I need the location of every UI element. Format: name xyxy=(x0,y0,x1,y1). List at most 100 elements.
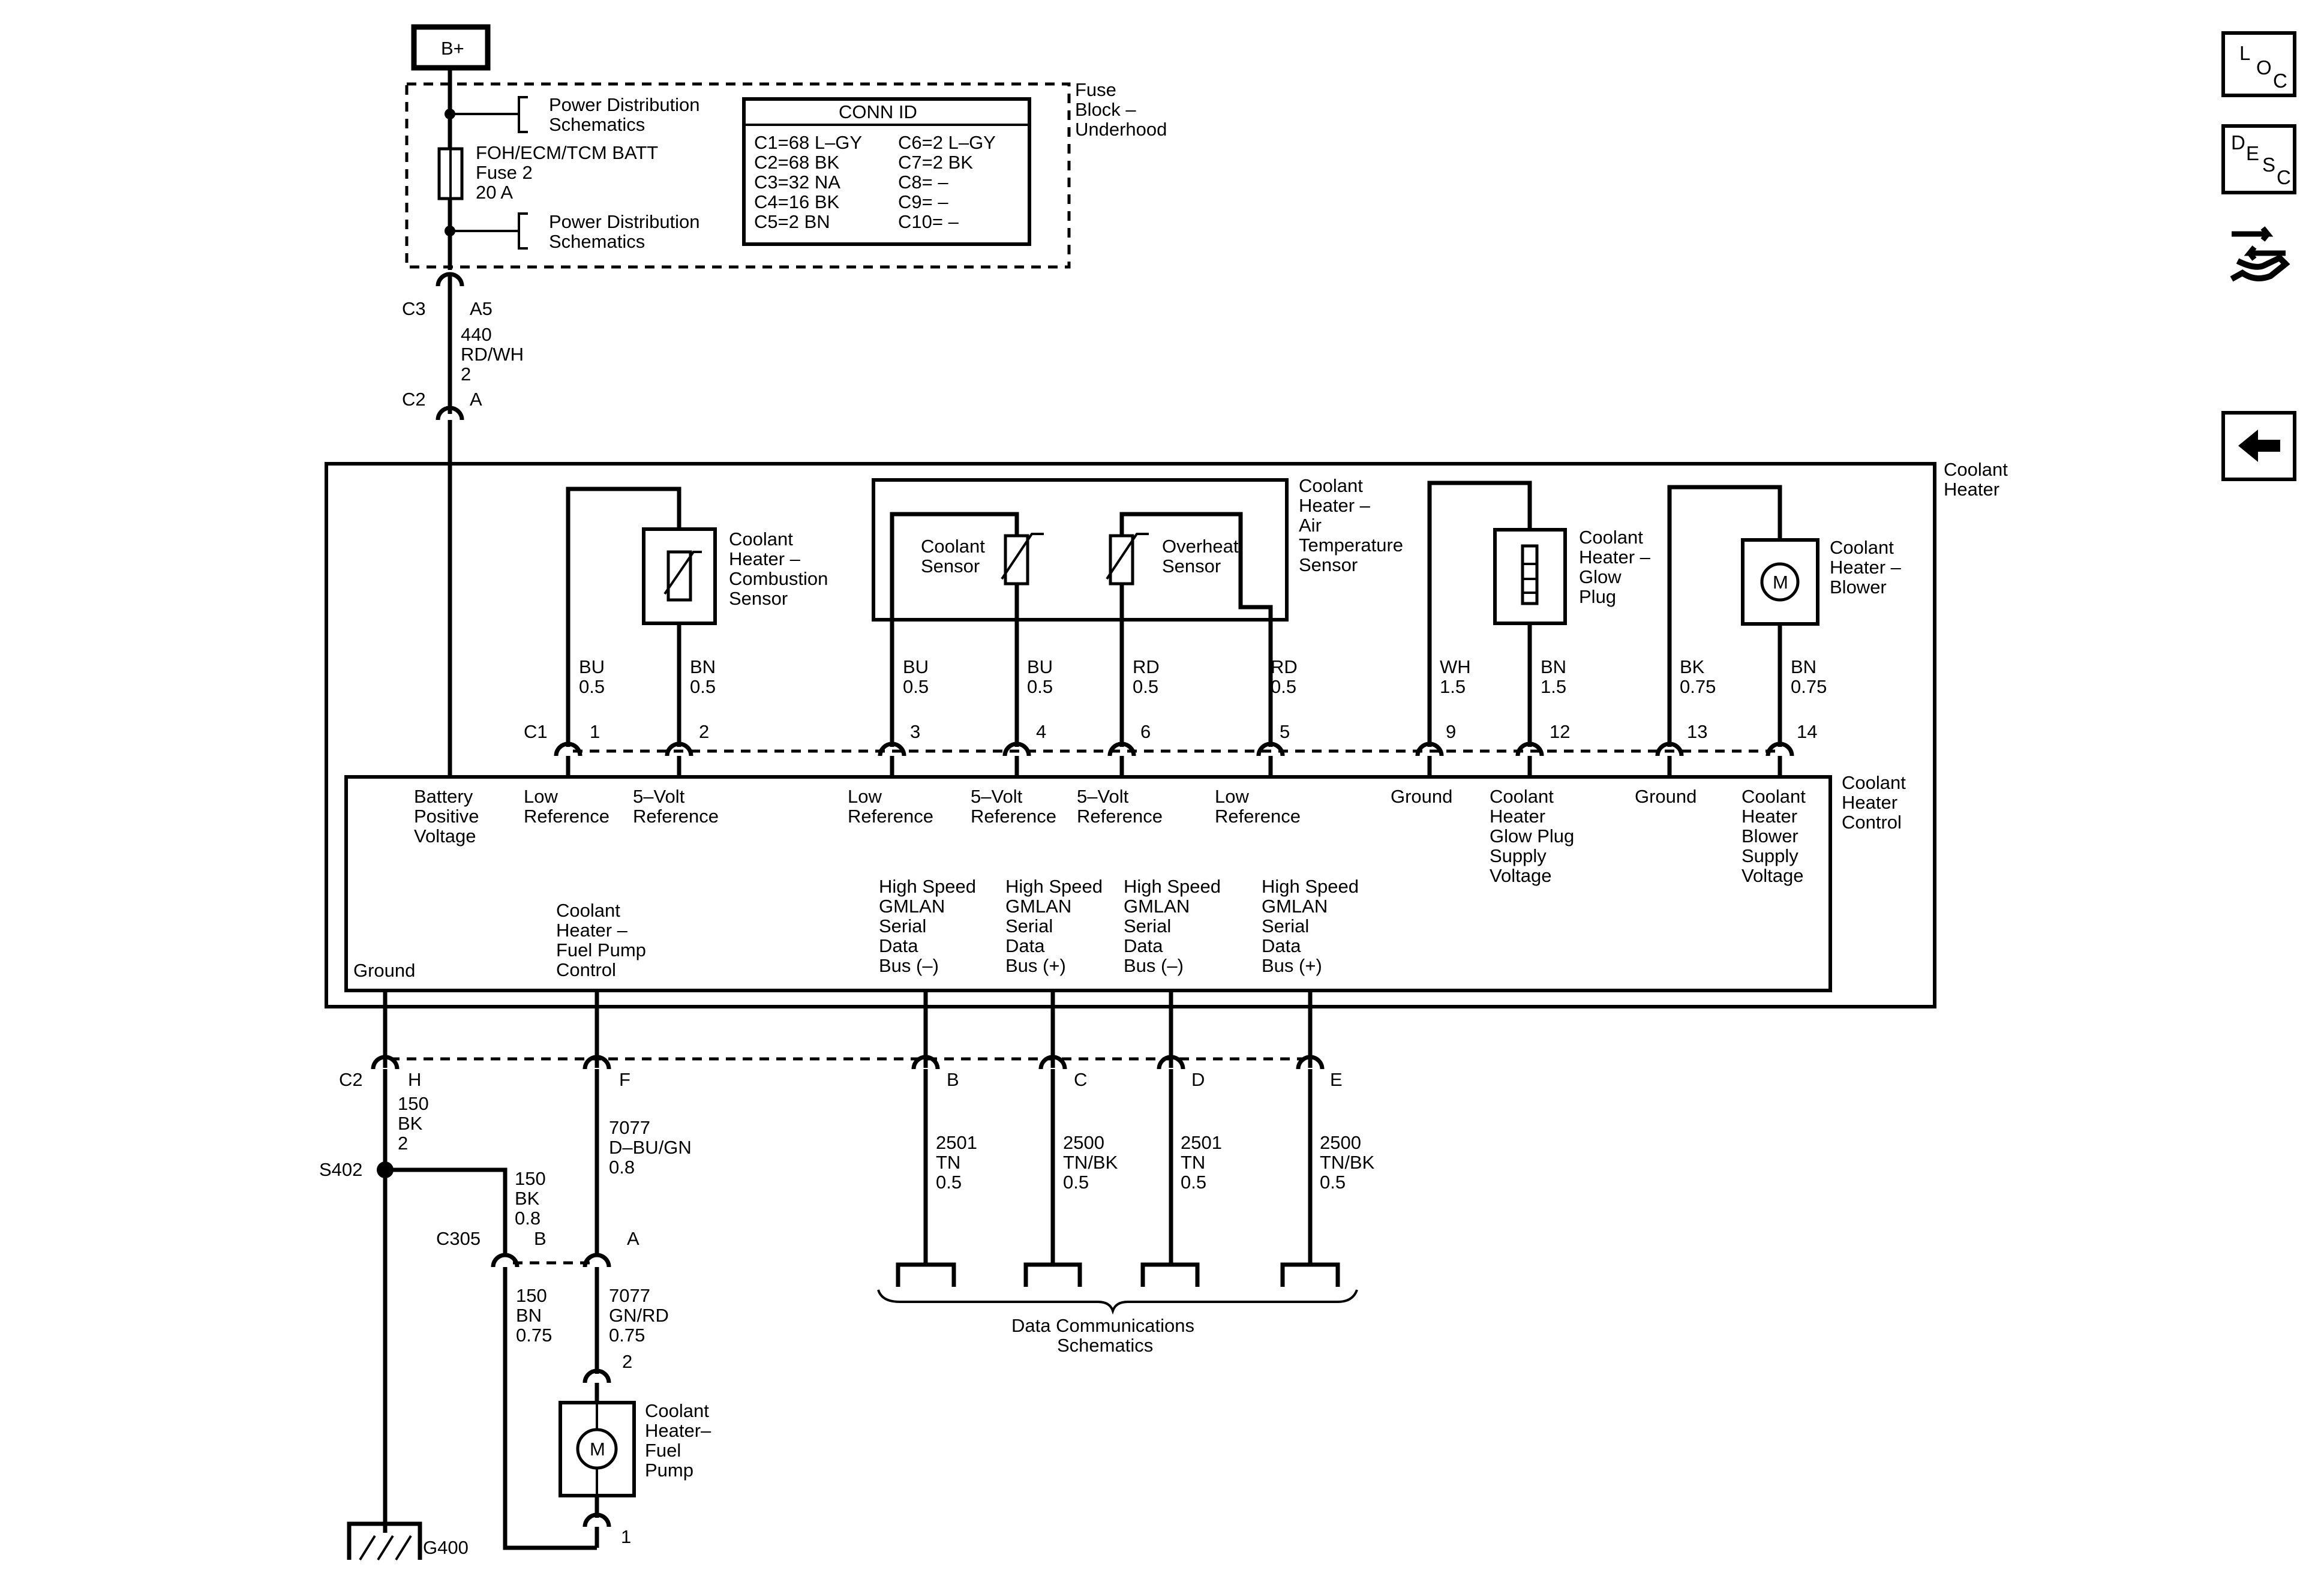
svg-text:Control: Control xyxy=(1842,812,1902,833)
svg-text:Heater: Heater xyxy=(1742,806,1797,827)
svg-text:Plug: Plug xyxy=(1579,586,1616,607)
svg-text:2: 2 xyxy=(461,364,471,385)
svg-text:Coolant: Coolant xyxy=(1944,459,2008,480)
data-bus-wire-labels: 2501 TN 0.5 2500 TN/BK 0.5 2501 TN 0.5 2… xyxy=(936,1132,1375,1193)
svg-text:Schematics: Schematics xyxy=(549,231,645,252)
svg-text:Reference: Reference xyxy=(1077,806,1163,827)
svg-text:Data Communications: Data Communications xyxy=(1011,1315,1194,1336)
svg-text:C4=16 BK: C4=16 BK xyxy=(754,191,840,212)
svg-text:Sensor: Sensor xyxy=(729,588,788,609)
svg-text:2: 2 xyxy=(398,1133,408,1154)
data-comm-ref-label: Data Communications Schematics xyxy=(1011,1315,1194,1356)
svg-text:12: 12 xyxy=(1550,721,1570,742)
svg-text:9: 9 xyxy=(1446,721,1456,742)
c2-top-label: C2 xyxy=(402,389,426,410)
svg-text:D: D xyxy=(1191,1069,1205,1090)
desc-button[interactable]: D E S C xyxy=(2221,124,2296,194)
coolant-heater-title: Coolant Heater xyxy=(1944,459,2008,500)
svg-text:0.8: 0.8 xyxy=(515,1208,541,1229)
svg-text:6: 6 xyxy=(1140,721,1151,742)
loc-button[interactable]: L O C xyxy=(2221,31,2296,97)
coolant-heater-control-title: Coolant Heater Control xyxy=(1842,772,1906,833)
svg-text:High Speed: High Speed xyxy=(1005,876,1103,897)
svg-text:Ground: Ground xyxy=(1635,786,1697,807)
svg-text:Coolant: Coolant xyxy=(1490,786,1554,807)
svg-text:1.5: 1.5 xyxy=(1440,676,1466,697)
svg-text:Schematics: Schematics xyxy=(549,114,645,135)
svg-text:2501: 2501 xyxy=(936,1132,977,1153)
svg-text:2: 2 xyxy=(699,721,709,742)
fuel-pump-label: Coolant Heater– Fuel Pump xyxy=(645,1400,711,1481)
svg-text:Bus (+): Bus (+) xyxy=(1005,955,1066,976)
svg-text:Serial: Serial xyxy=(1005,915,1053,936)
c3-pin: A5 xyxy=(470,298,493,319)
svg-text:Ground: Ground xyxy=(1391,786,1452,807)
back-button[interactable] xyxy=(2221,411,2296,481)
power-distribution-ref-bottom: Power Distribution Schematics xyxy=(549,211,700,252)
svg-text:Fuel: Fuel xyxy=(645,1440,681,1461)
desc-letter-d: D xyxy=(2231,131,2245,154)
svg-text:C8= –: C8= – xyxy=(898,172,948,193)
connector-c3-a5 xyxy=(436,272,464,287)
svg-text:Coolant: Coolant xyxy=(645,1400,709,1421)
svg-text:Air: Air xyxy=(1299,515,1322,536)
c305-pin-b: B xyxy=(534,1228,547,1249)
svg-text:Positive: Positive xyxy=(414,806,479,827)
svg-text:440: 440 xyxy=(461,324,492,345)
svg-text:Data: Data xyxy=(1124,935,1163,956)
svg-text:Low: Low xyxy=(1215,786,1249,807)
svg-text:Control: Control xyxy=(556,959,616,980)
svg-text:Heater: Heater xyxy=(1842,792,1897,813)
svg-text:0.75: 0.75 xyxy=(1680,676,1716,697)
repair-tool-icon[interactable] xyxy=(2220,216,2298,297)
svg-text:BU: BU xyxy=(903,656,929,677)
svg-text:Heater –: Heater – xyxy=(1299,495,1371,516)
svg-text:FOH/ECM/TCM BATT: FOH/ECM/TCM BATT xyxy=(476,142,658,163)
svg-text:0.75: 0.75 xyxy=(609,1325,645,1346)
svg-text:Heater –: Heater – xyxy=(729,548,801,569)
data-bus-wires xyxy=(923,1069,1313,1265)
svg-text:BK: BK xyxy=(515,1188,540,1209)
svg-text:Voltage: Voltage xyxy=(1490,865,1551,886)
svg-text:RD/WH: RD/WH xyxy=(461,344,524,365)
pump-pin-1: 1 xyxy=(621,1526,631,1547)
loc-letter-c: C xyxy=(2273,70,2287,92)
svg-text:Reference: Reference xyxy=(1215,806,1301,827)
c1-pin-stubs xyxy=(566,756,1782,777)
overheat-sensor-label: Overheat Sensor xyxy=(1162,536,1239,577)
c305-pin-a: A xyxy=(627,1228,639,1249)
svg-text:14: 14 xyxy=(1797,721,1817,742)
splice-label: S402 xyxy=(319,1159,362,1180)
svg-text:GMLAN: GMLAN xyxy=(879,896,945,917)
glow-plug-label: Coolant Heater – Glow Plug xyxy=(1579,527,1651,607)
c1-pin-numbers: 1 2 3 4 6 5 9 12 13 14 xyxy=(590,721,1817,742)
svg-text:0.5: 0.5 xyxy=(903,676,929,697)
svg-text:20 A: 20 A xyxy=(476,182,513,203)
svg-text:Low: Low xyxy=(848,786,882,807)
svg-text:Reference: Reference xyxy=(971,806,1056,827)
svg-text:GMLAN: GMLAN xyxy=(1262,896,1328,917)
blower-motor-symbol: M xyxy=(1773,572,1788,593)
svg-text:Coolant: Coolant xyxy=(921,536,985,557)
svg-text:1: 1 xyxy=(590,721,600,742)
svg-text:RD: RD xyxy=(1271,656,1298,677)
svg-text:TN: TN xyxy=(936,1152,960,1173)
ground-g400-label: G400 xyxy=(423,1537,469,1558)
svg-text:WH: WH xyxy=(1440,656,1471,677)
svg-text:1.5: 1.5 xyxy=(1541,676,1566,697)
fuse-block-outline xyxy=(405,82,1071,269)
svg-text:Coolant: Coolant xyxy=(1299,475,1363,496)
svg-text:Bus (–): Bus (–) xyxy=(1124,955,1184,976)
svg-text:GMLAN: GMLAN xyxy=(1124,896,1190,917)
svg-text:C3=32 NA: C3=32 NA xyxy=(754,172,840,193)
data-bus-terminations xyxy=(896,1262,1340,1287)
svg-text:Supply: Supply xyxy=(1742,845,1798,866)
c2-bottom-terminals xyxy=(371,1055,1325,1070)
c1-label: C1 xyxy=(524,721,548,742)
svg-text:Battery: Battery xyxy=(414,786,473,807)
ground-g400-symbol xyxy=(347,1521,422,1561)
feed-wire-label: 440 RD/WH 2 xyxy=(461,324,524,385)
c305-label: C305 xyxy=(436,1228,481,1249)
svg-text:BN: BN xyxy=(1541,656,1566,677)
svg-text:Serial: Serial xyxy=(1262,915,1309,936)
